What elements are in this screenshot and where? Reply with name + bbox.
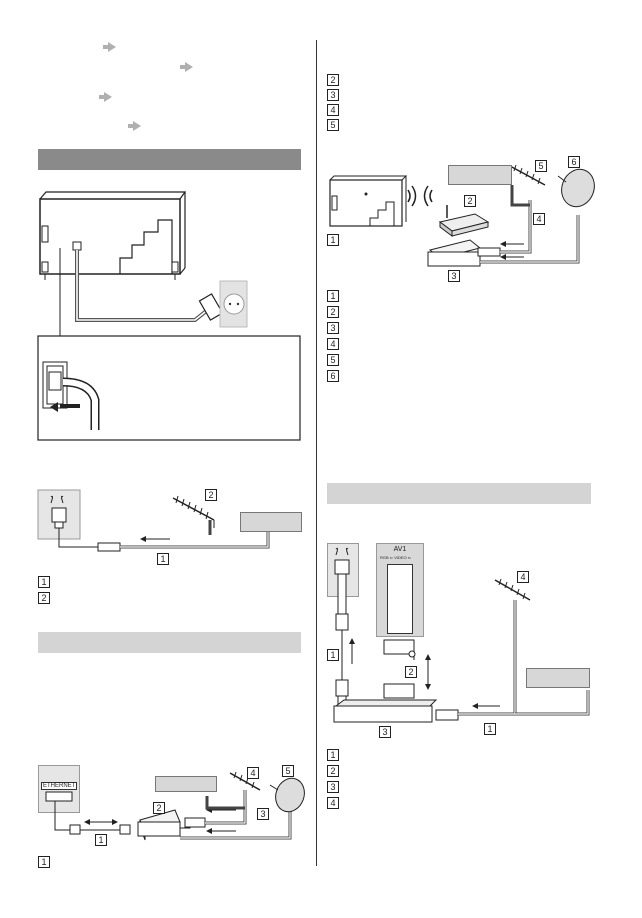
legend-3: 3 xyxy=(327,89,339,101)
set-top-box-icon xyxy=(427,239,482,267)
legend-2: 2 xyxy=(327,765,339,777)
callout-1: 1 xyxy=(327,234,339,246)
legend-1: 1 xyxy=(38,576,50,588)
aerial-label-box xyxy=(448,165,512,185)
legend-4: 4 xyxy=(327,338,339,350)
right-arrow-icon xyxy=(99,95,104,99)
legend-4: 4 xyxy=(327,797,339,809)
right-arrow-icon xyxy=(128,124,133,128)
set-top-box-icon xyxy=(137,809,181,841)
aerial-input-panel xyxy=(327,543,359,597)
wireless-router-icon xyxy=(438,205,490,237)
callout-2: 2 xyxy=(153,802,165,814)
callout-4: 4 xyxy=(517,571,529,583)
callout-4: 4 xyxy=(247,767,259,779)
callout-1: 1 xyxy=(327,649,339,661)
legend-3: 3 xyxy=(327,322,339,334)
recorder-icon xyxy=(333,699,438,723)
callout-5: 5 xyxy=(535,160,547,172)
legend-2: 2 xyxy=(327,306,339,318)
callout-1: 1 xyxy=(484,723,496,735)
scart-rgb-label: RGB ⇐ xyxy=(380,555,394,560)
legend-4: 4 xyxy=(327,104,339,116)
scart-title: AV1 xyxy=(393,546,407,553)
legend-3: 3 xyxy=(327,781,339,793)
callout-3: 3 xyxy=(379,726,391,738)
callout-1: 1 xyxy=(157,553,169,565)
wall-socket-icon xyxy=(219,280,248,328)
right-arrow-icon xyxy=(103,45,108,49)
legend-6: 6 xyxy=(327,370,339,382)
scart-panel: AV1 RGB ⇐ VIDEO ⇐ xyxy=(376,543,424,637)
column-divider xyxy=(316,40,317,866)
legend-5: 5 xyxy=(327,354,339,366)
aerial-label-box xyxy=(526,668,590,688)
scart-connector-icon xyxy=(387,564,413,634)
callout-2: 2 xyxy=(205,489,217,501)
callout-2: 2 xyxy=(405,666,417,678)
section-header-bar xyxy=(38,632,301,653)
callout-6: 6 xyxy=(568,156,580,168)
aerial-label-box xyxy=(155,776,217,792)
legend-1: 1 xyxy=(38,856,50,868)
legend-1: 1 xyxy=(327,290,339,302)
right-arrow-icon xyxy=(180,65,185,69)
callout-2: 2 xyxy=(464,195,476,207)
section-header-bar xyxy=(38,149,301,170)
wall-socket-icon xyxy=(42,361,68,409)
right-arrow-icon xyxy=(108,42,116,52)
right-arrow-icon xyxy=(104,92,112,102)
right-arrow-icon xyxy=(185,62,193,72)
satellite-dish-icon xyxy=(269,777,305,813)
section-header-bar xyxy=(327,483,591,504)
callout-1: 1 xyxy=(95,834,107,846)
legend-2: 2 xyxy=(327,74,339,86)
callout-3: 3 xyxy=(448,270,460,282)
callout-3: 3 xyxy=(257,808,269,820)
satellite-dish-icon xyxy=(557,168,595,208)
mains-plug-icon xyxy=(198,293,224,321)
legend-2: 2 xyxy=(38,592,50,604)
legend-5: 5 xyxy=(327,119,339,131)
right-arrow-icon xyxy=(133,121,141,131)
legend-1: 1 xyxy=(327,749,339,761)
ethernet-port-panel: ETHERNET xyxy=(38,765,80,813)
aerial-label-box xyxy=(240,512,302,532)
scart-video-label: VIDEO ⇐ xyxy=(394,555,412,560)
callout-4: 4 xyxy=(533,213,545,225)
ethernet-label: ETHERNET xyxy=(41,782,78,790)
callout-5: 5 xyxy=(282,765,294,777)
